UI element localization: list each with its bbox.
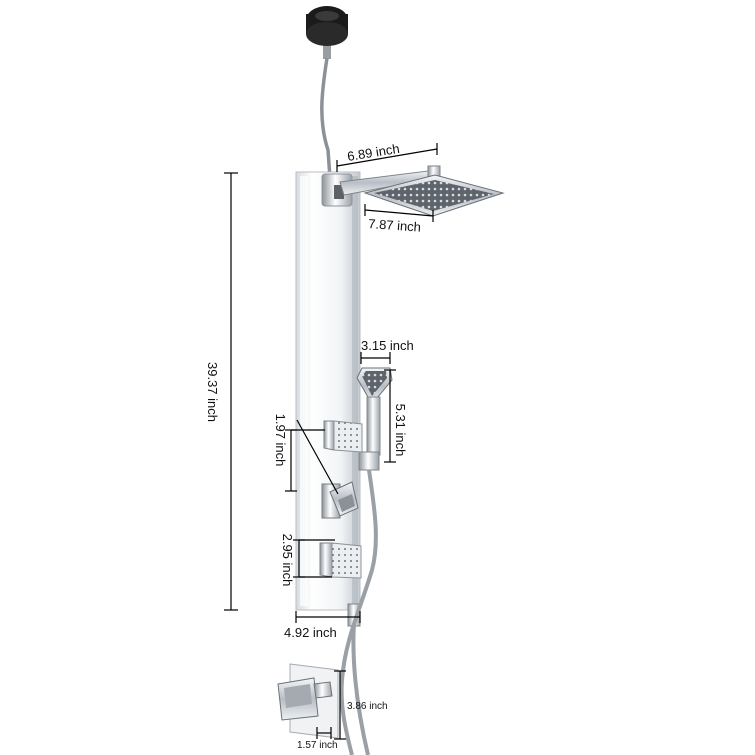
body-jet-upper: [323, 420, 363, 453]
body-jet-lower: [319, 542, 362, 579]
body-jet-height-label: 2.95 inch: [280, 534, 295, 587]
handheld-width-label: 3.15 inch: [361, 338, 414, 353]
supply-hose-top: [320, 57, 332, 179]
mixer-wall-plate: [277, 663, 339, 739]
dimension-lines: [224, 143, 438, 740]
panel-height-label: 39.37 inch: [205, 362, 220, 422]
shower-hose: [339, 469, 378, 755]
handheld-shower-head: [356, 367, 393, 456]
mixer-valve-handle: [321, 481, 359, 519]
panel-width-label: 4.92 inch: [284, 625, 337, 640]
rain-head-width-label: 7.87 inch: [368, 216, 422, 235]
overhead-diverter-knob: [306, 6, 348, 59]
handheld-holder: [358, 451, 380, 471]
rain-shower-head: [363, 174, 505, 217]
mixer-plate-width-label: 1.57 inch: [297, 740, 338, 751]
shower-arm-length-label: 6.89 inch: [346, 141, 400, 164]
valve-spacing-label: 1.97 inch: [273, 414, 288, 467]
shower-panel-body: [295, 171, 361, 611]
mixer-plate-height-label: 3.86 inch: [347, 701, 388, 712]
handheld-length-label: 5.31 inch: [393, 404, 408, 457]
shower-hose-lower: [351, 623, 370, 755]
